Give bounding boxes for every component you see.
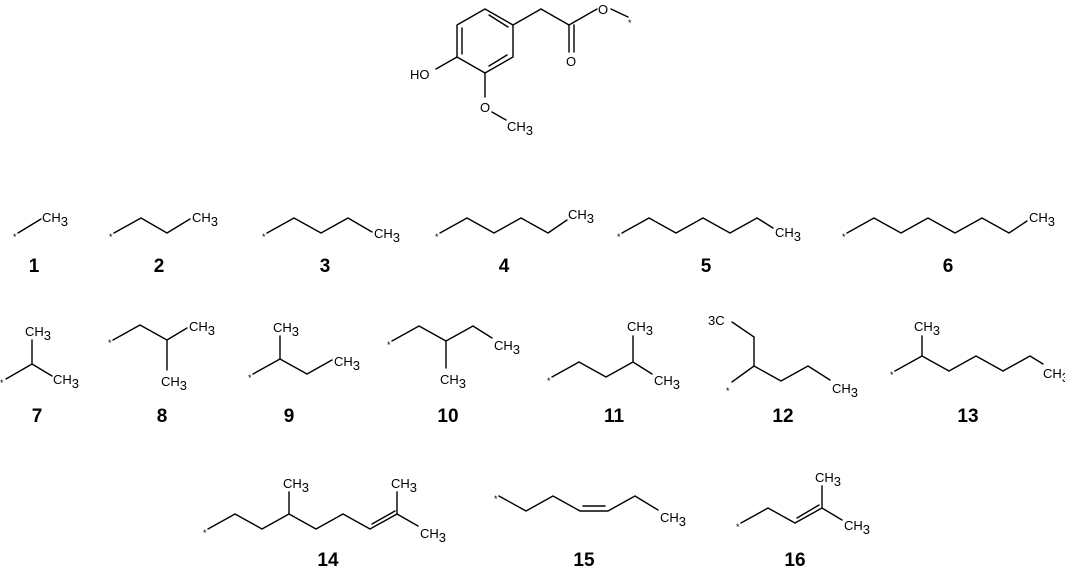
substituent-number: 3: [320, 256, 331, 277]
methyl-label: CH3: [283, 476, 309, 495]
substituent-9: * CH3 CH3 9: [248, 320, 360, 427]
substituent-6: * CH3 6: [842, 210, 1055, 277]
methyl-label: CH3: [374, 226, 400, 245]
ester-oxygen-label: O: [598, 2, 608, 17]
methyl-label: CH3: [832, 381, 858, 400]
substituent-10: * CH3 CH3 10: [387, 325, 520, 427]
substituent-number: 10: [437, 406, 458, 427]
methyl-label: CH3: [1029, 210, 1055, 229]
substituent-1: * CH3 1: [13, 210, 68, 277]
attachment-point: *: [726, 386, 730, 396]
substituent-8: * CH3 CH3 8: [108, 319, 215, 427]
substituent-number: 7: [32, 406, 43, 427]
substituent-4: * CH3 4: [435, 207, 594, 277]
methyl-label: CH3: [161, 374, 187, 393]
benzene-ring: [456, 8, 514, 74]
substituent-number: 1: [29, 256, 40, 277]
methyl-label: CH3: [775, 225, 801, 244]
methyl-label: CH3: [53, 372, 79, 391]
methyl-label: CH3: [627, 319, 653, 338]
substituent-number: 6: [943, 256, 954, 277]
substituent-16: * CH3 CH3 16: [736, 470, 870, 570]
attachment-point: *: [494, 494, 498, 504]
methoxy-methyl-label: CH3: [507, 119, 533, 138]
substituent-3: * CH3 3: [262, 217, 400, 277]
methoxy-oxygen-label: O: [480, 100, 490, 115]
substituent-number: 13: [957, 406, 978, 427]
attachment-point: *: [108, 338, 112, 348]
substituent-number: 14: [317, 550, 339, 570]
methyl-label: CH3: [25, 324, 51, 343]
methyl-label: CH3: [844, 518, 870, 537]
methyl-label: CH3: [391, 476, 417, 495]
substituent-15: * CH3 15: [494, 494, 686, 570]
methyl-label: CH3: [189, 319, 215, 338]
attachment-point: *: [842, 232, 846, 242]
substituent-12: 3C * CH3 12: [708, 313, 858, 427]
methyl-label: CH3: [914, 319, 940, 338]
methyl-label: CH3: [42, 210, 68, 229]
attachment-point: *: [203, 528, 207, 538]
core-structure: O * O HO O CH3: [410, 2, 632, 138]
attachment-point: *: [547, 376, 551, 386]
substituent-number: 11: [604, 406, 625, 427]
attachment-point: *: [617, 232, 621, 242]
attachment-point: *: [890, 370, 894, 380]
attachment-point: *: [262, 232, 266, 242]
hydroxyl-label: HO: [410, 67, 430, 82]
methyl-label: CH3: [420, 526, 446, 545]
attachment-point: *: [736, 522, 740, 532]
attachment-point: *: [13, 232, 17, 242]
substituent-number: 15: [573, 550, 595, 570]
substituent-number: 5: [701, 256, 712, 277]
methyl-label: 3C: [708, 313, 725, 328]
substituent-13: * CH3 CH3 13: [890, 319, 1065, 427]
substituent-5: * CH3 5: [617, 217, 801, 277]
substituent-7: * CH3 CH3 7: [0, 324, 79, 427]
methyl-label: CH3: [334, 354, 360, 373]
acetate-chain: [512, 8, 629, 53]
substituent-2: * CH3 2: [109, 210, 218, 277]
methyl-label: CH3: [815, 470, 841, 489]
attachment-point: *: [387, 340, 391, 350]
substituent-14: * CH3 CH3 CH3 14: [203, 476, 446, 570]
carbonyl-oxygen-label: O: [566, 54, 576, 69]
methyl-label: CH3: [273, 320, 299, 339]
attachment-point: *: [435, 232, 439, 242]
attachment-point: *: [248, 373, 252, 383]
substituent-number: 8: [157, 406, 168, 427]
methyl-label: CH3: [494, 338, 520, 357]
substituent-number: 4: [499, 256, 510, 277]
substituent-number: 9: [284, 406, 295, 427]
substituent-number: 2: [154, 256, 165, 277]
methyl-label: CH3: [660, 510, 686, 529]
methyl-label: CH3: [1043, 366, 1065, 385]
methyl-label: CH3: [654, 373, 680, 392]
attachment-point: *: [109, 232, 113, 242]
substituent-11: * CH3 CH3 11: [547, 319, 680, 427]
substituent-number: 12: [772, 406, 793, 427]
methyl-label: CH3: [568, 207, 594, 226]
methyl-label: CH3: [192, 210, 218, 229]
methyl-label: CH3: [440, 372, 466, 391]
attachment-point: *: [0, 378, 4, 388]
core-attachment-point: *: [628, 18, 632, 28]
substituent-number: 16: [784, 550, 805, 570]
